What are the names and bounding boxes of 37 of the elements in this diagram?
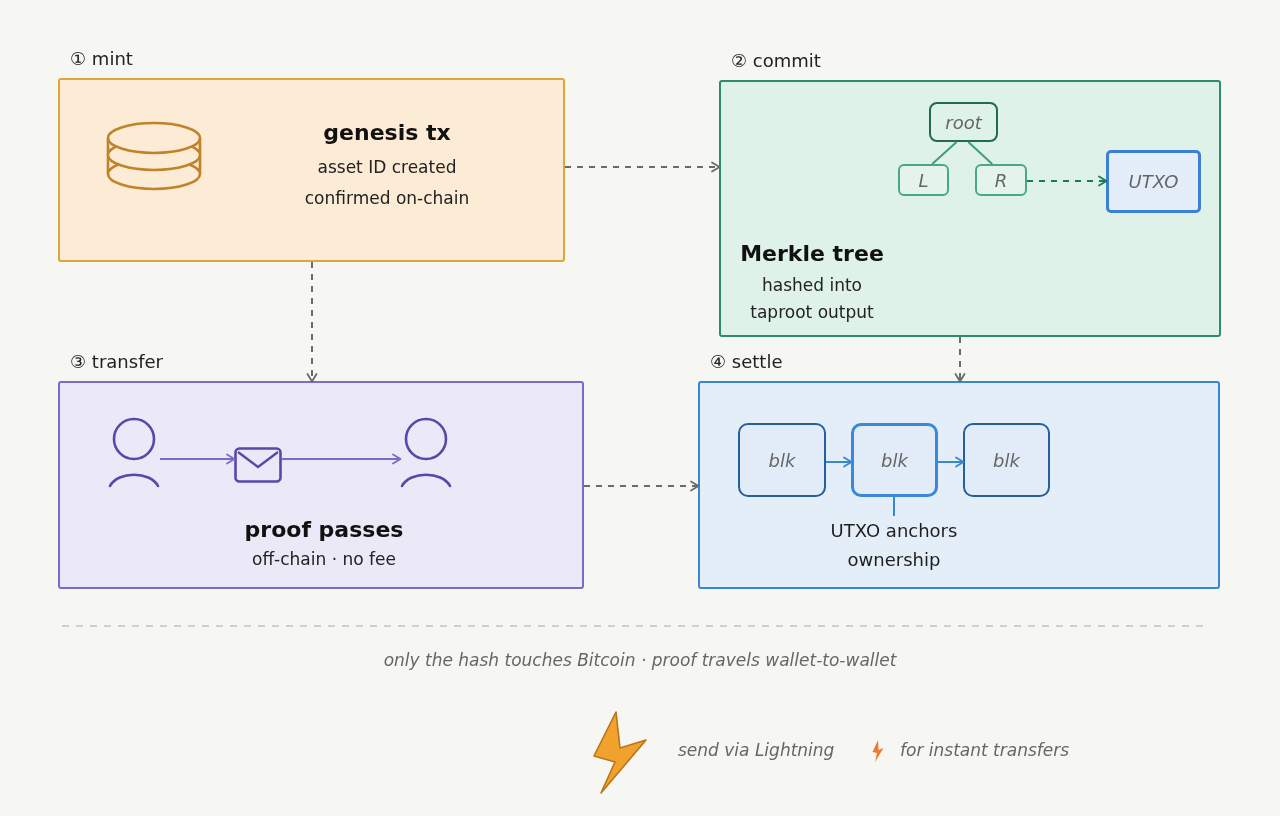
step-heading: ④ settle xyxy=(710,350,783,374)
connector-line xyxy=(931,141,958,165)
card-title: proof passes xyxy=(244,516,404,544)
block-box: blk xyxy=(851,423,938,497)
step-heading: ② commit xyxy=(731,49,821,73)
card-text: hashed into taproot output xyxy=(749,274,875,324)
block-box: blk xyxy=(738,423,826,497)
card-title: Merkle tree xyxy=(740,240,884,268)
utxo-box: UTXO xyxy=(1106,150,1201,213)
tree-node: root xyxy=(929,102,998,142)
arrow xyxy=(825,456,853,468)
arrow xyxy=(281,453,402,465)
annotation-text: UTXO anchors ownership xyxy=(804,516,984,574)
person-icon xyxy=(108,417,160,488)
leader-line xyxy=(893,496,895,517)
tree-node: L xyxy=(898,164,949,196)
footnote-text: for instant transfers xyxy=(900,739,1070,762)
tree-node: R xyxy=(975,164,1027,196)
card-text: off-chain · no fee xyxy=(252,548,396,571)
connector-line xyxy=(967,141,994,165)
footnote-text: send via Lightning xyxy=(678,739,835,762)
step-heading: ③ transfer xyxy=(70,350,163,374)
envelope-icon xyxy=(234,447,282,483)
footnote-text: only the hash touches Bitcoin · proof travels wallet-to-wallet xyxy=(383,649,897,672)
arrow xyxy=(564,161,721,173)
card-text: confirmed on-chain xyxy=(304,187,470,210)
block-box: blk xyxy=(963,423,1050,497)
person-icon xyxy=(400,417,452,488)
arrow xyxy=(937,456,965,468)
arrow xyxy=(1026,175,1108,187)
arrow xyxy=(954,336,966,383)
arrow xyxy=(583,480,700,492)
arrow xyxy=(159,453,236,465)
step-heading: ① mint xyxy=(70,47,133,71)
card-title: genesis tx xyxy=(323,119,451,147)
card-text: asset ID created xyxy=(317,156,457,179)
arrow xyxy=(306,261,318,383)
